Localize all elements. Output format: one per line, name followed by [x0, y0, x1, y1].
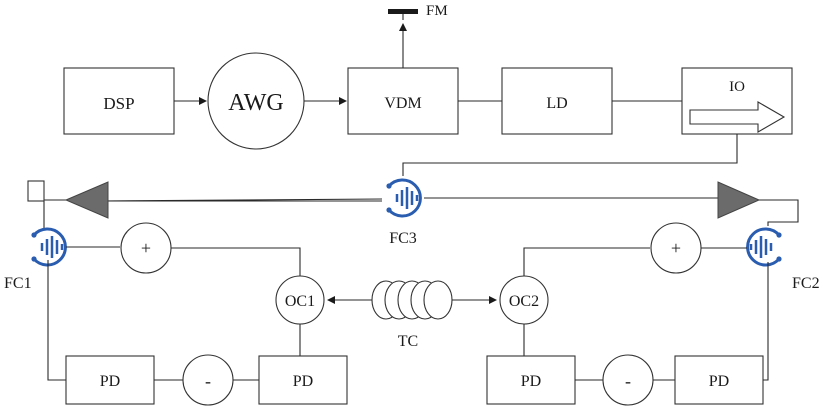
- io-arrow-icon: [689, 101, 786, 133]
- vdm-label: VDM: [384, 95, 421, 112]
- pd-right-2-label: PD: [709, 373, 729, 390]
- fc2-label: FC2: [792, 275, 820, 292]
- pd-left-2-label: PD: [293, 373, 313, 390]
- right-amplifier-icon: [717, 181, 761, 219]
- awg-label: AWG: [228, 90, 283, 116]
- left-loop-square: [27, 180, 45, 202]
- pd-right-1-label: PD: [521, 373, 541, 390]
- minus-left-label: -: [205, 371, 211, 391]
- pd-right-1: [486, 355, 576, 405]
- plus-left-label: +: [141, 238, 151, 258]
- oc2-label: OC2: [509, 293, 539, 310]
- fm-mirror-icon: [388, 9, 418, 14]
- pd-right-2: [674, 355, 764, 405]
- fc3-label: FC3: [389, 230, 417, 247]
- fm-label: FM: [426, 3, 448, 19]
- right-loop-line: [759, 199, 799, 226]
- fc3-coupler-icon: [384, 178, 422, 218]
- left-amplifier-icon: [64, 181, 109, 219]
- vdm-block: [347, 67, 459, 135]
- tc-fiber-coil-icon: [371, 280, 453, 320]
- fc2-coupler-icon: [746, 227, 784, 267]
- tc-label: TC: [398, 333, 418, 350]
- dsp-label: DSP: [103, 94, 134, 113]
- plus-right-label: +: [671, 238, 681, 258]
- ld-label: LD: [546, 95, 567, 112]
- pd-left-1-label: PD: [100, 373, 120, 390]
- io-label: IO: [729, 79, 745, 95]
- fc1-coupler-icon: [29, 227, 67, 267]
- oc1-label: OC1: [285, 293, 315, 310]
- io-to-fc3-line: [402, 134, 738, 176]
- dsp-block: [63, 67, 175, 135]
- fc1-label: FC1: [4, 275, 32, 292]
- pd-left-2: [258, 355, 348, 405]
- minus-right-label: -: [625, 371, 631, 391]
